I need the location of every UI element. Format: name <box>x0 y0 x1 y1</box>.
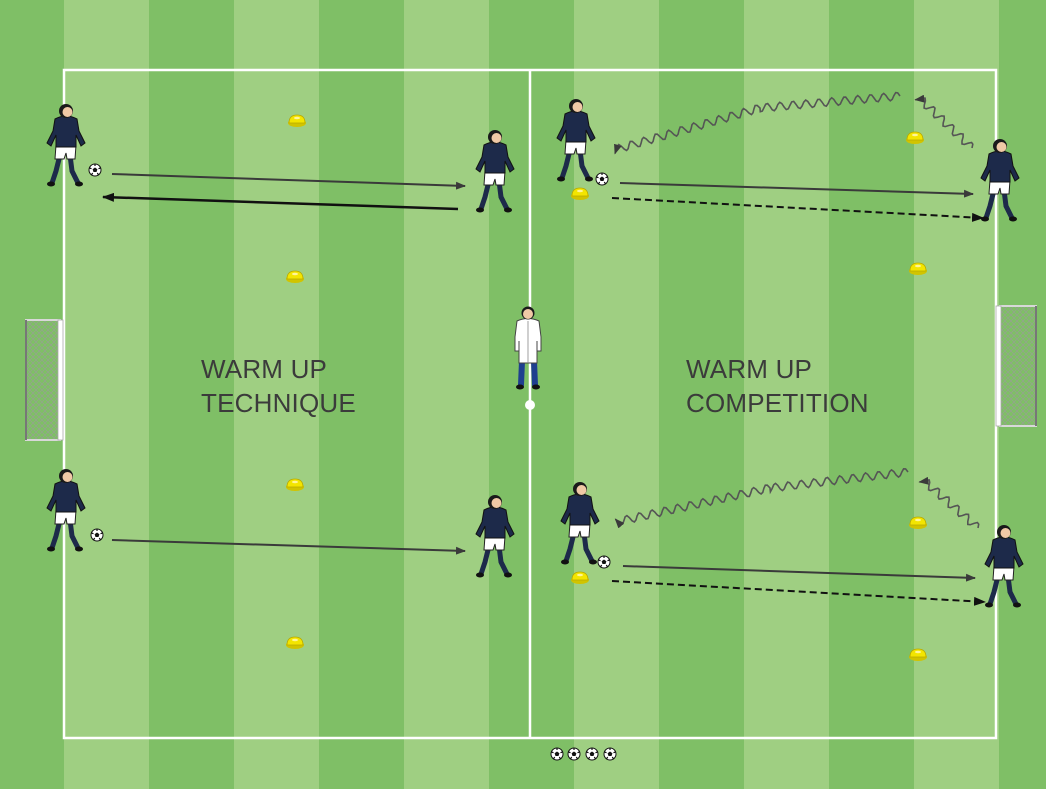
ball-icon <box>598 556 610 568</box>
zone-label-line: WARM UP <box>201 352 356 386</box>
cone-icon <box>286 637 304 649</box>
zone-label-technique: WARM UP TECHNIQUE <box>201 352 356 420</box>
cone-icon <box>909 517 927 529</box>
ball-icon <box>551 748 563 760</box>
ball-icon <box>89 164 101 176</box>
cone-icon <box>571 572 589 584</box>
zone-label-line: WARM UP <box>686 352 869 386</box>
zone-label-line: TECHNIQUE <box>201 386 356 420</box>
zone-label-line: COMPETITION <box>686 386 869 420</box>
ball-icon <box>604 748 616 760</box>
cone-icon <box>286 479 304 491</box>
cone-icon <box>906 132 924 144</box>
ball-icon <box>91 529 103 541</box>
cone-icon <box>288 115 306 127</box>
pitch-stripe <box>489 0 574 789</box>
goal-icon <box>26 320 63 440</box>
ball-icon <box>596 173 608 185</box>
cone-icon <box>909 263 927 275</box>
cone-icon <box>286 271 304 283</box>
zone-label-competition: WARM UP COMPETITION <box>686 352 869 420</box>
ball-icon <box>586 748 598 760</box>
cone-icon <box>571 188 589 200</box>
ball-icon <box>568 748 580 760</box>
cone-icon <box>909 649 927 661</box>
goal-icon <box>996 306 1036 426</box>
center-spot <box>525 400 535 410</box>
